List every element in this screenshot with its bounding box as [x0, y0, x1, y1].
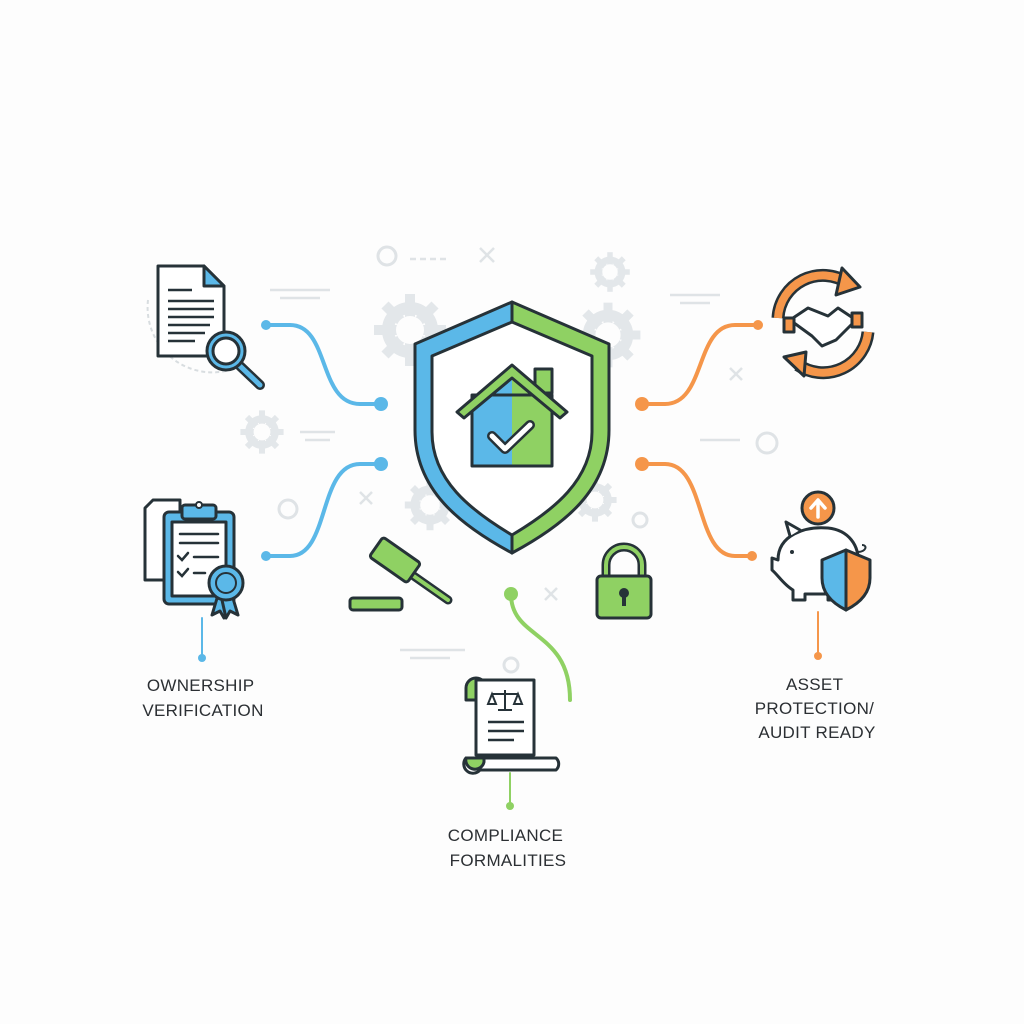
padlock-icon: [595, 542, 653, 620]
label-asset-protection-audit-ready: ASSET PROTECTION/ AUDIT READY: [755, 675, 880, 742]
connector-handshake: [641, 323, 760, 406]
gavel-icon: [348, 536, 453, 612]
gear-icon: [590, 252, 630, 292]
document-search-icon: [146, 264, 265, 390]
piggy-bank-shield-icon: [770, 490, 872, 612]
label-compliance-formalities: COMPLIANCE FORMALITIES: [448, 826, 568, 870]
handshake-cycle-icon: [771, 266, 875, 380]
clipboard-checklist-certificate-icon: [143, 498, 245, 620]
connectors: [198, 320, 822, 810]
connector-document-search: [264, 323, 382, 406]
gear-icon: [240, 410, 283, 453]
connector-clipboard: [264, 462, 382, 558]
label-ownership-verification: OWNERSHIP VERIFICATION: [142, 676, 263, 720]
connector-scroll: [509, 592, 572, 702]
background-gears: [240, 245, 779, 674]
legal-scroll-scales-icon: [462, 676, 561, 775]
shield-house-check-icon: [413, 300, 611, 555]
connector-piggy-bank: [641, 462, 754, 558]
